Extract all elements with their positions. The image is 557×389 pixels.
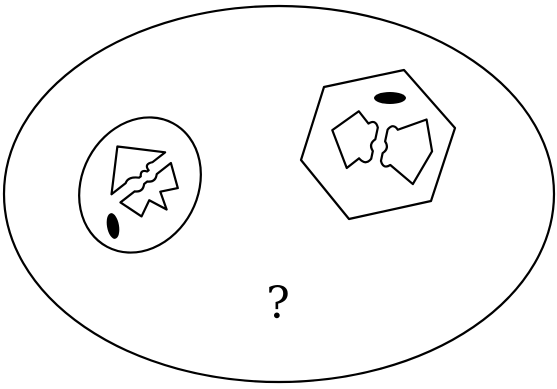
oval-arrow-head — [91, 126, 168, 198]
oval-split-arrow — [91, 126, 194, 231]
oval-container — [56, 96, 224, 274]
question-mark: ? — [266, 278, 290, 329]
hexagon-marker-dot — [374, 92, 406, 104]
hexagon-arrow-right — [378, 112, 439, 187]
hexagon-figure — [301, 70, 455, 219]
hexagon-arrow-left — [325, 107, 380, 173]
oval-arrow-body — [120, 163, 191, 229]
hexagon-split-arrow — [325, 101, 438, 187]
oval-marker-dot — [105, 212, 121, 240]
oval-figure — [56, 96, 224, 274]
